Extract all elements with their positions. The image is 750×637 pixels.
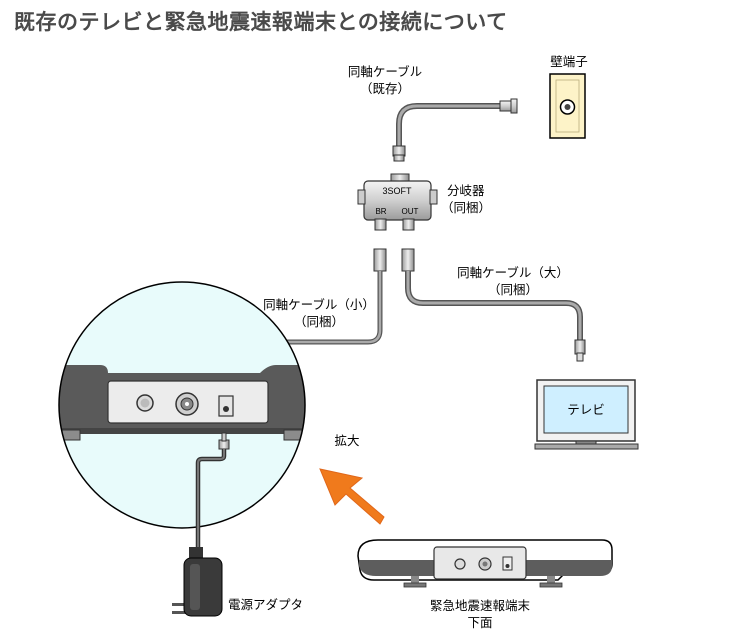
zoom-bubble	[58, 281, 306, 529]
television	[534, 379, 639, 450]
zoom-arrow-icon	[319, 468, 385, 525]
page-title: 既存のテレビと緊急地震速報端末との接続について	[14, 10, 508, 34]
button-small-icon	[454, 558, 466, 570]
zoom-label: 拡大	[334, 433, 360, 448]
splitter-label: 分岐器 （同梱）	[441, 183, 492, 215]
splitter	[357, 173, 438, 231]
adapter-label: 電源アダプタ	[228, 597, 304, 612]
splitter-port-br: BR	[375, 207, 386, 216]
splitter-port-out: OUT	[402, 207, 419, 216]
large-cable	[401, 248, 586, 362]
existing-cable	[392, 98, 518, 162]
large-cable-label: 同軸ケーブル（大） （同梱）	[457, 265, 569, 297]
tv-screen-label: テレビ	[567, 402, 605, 417]
splitter-brand: 3SOFT	[382, 186, 412, 196]
power-adapter	[172, 557, 223, 617]
power-jack-small-icon	[502, 556, 513, 571]
wall-outlet-label: 壁端子	[550, 54, 588, 69]
wall-outlet	[549, 73, 586, 139]
terminal-bottom-view	[357, 539, 613, 588]
terminal-label: 緊急地震速報端末 下面	[429, 598, 530, 630]
existing-cable-label: 同軸ケーブル （既存）	[347, 64, 423, 96]
small-cable-label: 同軸ケーブル（小） （同梱）	[263, 297, 375, 329]
